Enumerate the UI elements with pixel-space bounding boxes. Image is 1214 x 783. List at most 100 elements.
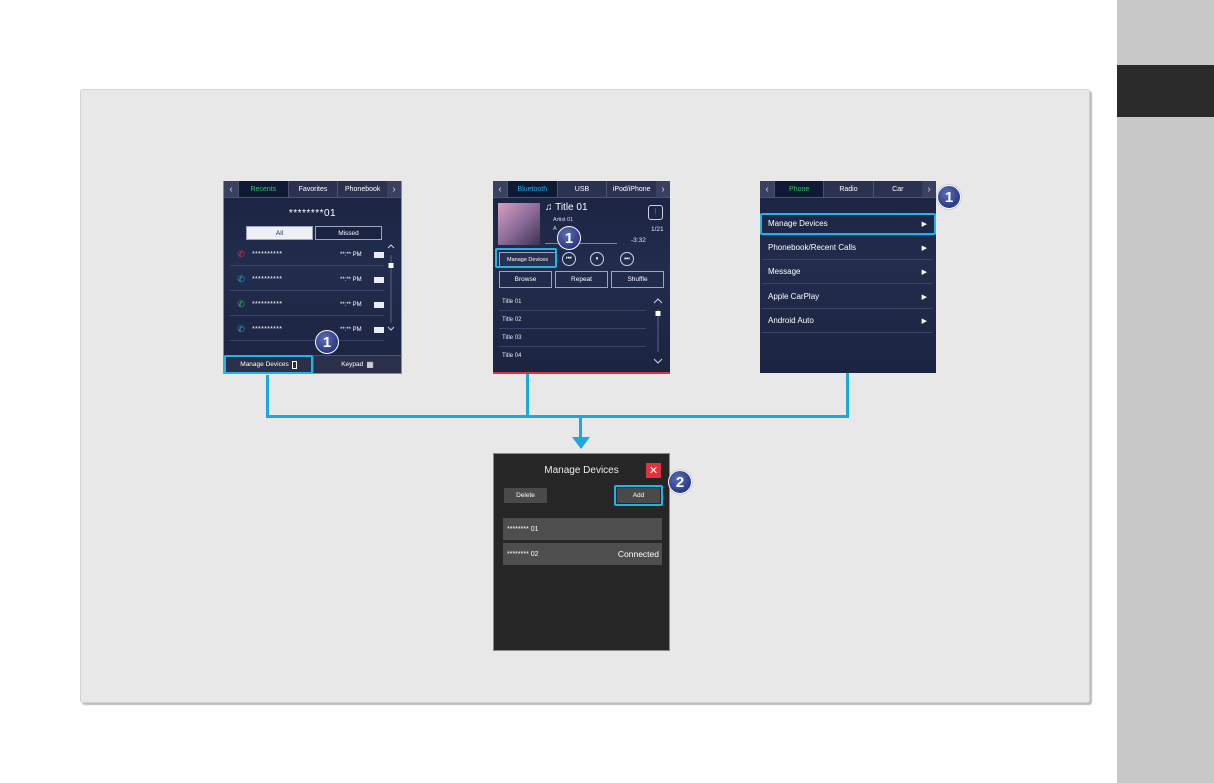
menu-item-label: Apple CarPlay	[768, 292, 820, 301]
call-time: **:** PM	[340, 276, 362, 283]
call-row[interactable]: ✆ ********** **:** PM	[230, 244, 384, 266]
pause-icon[interactable]: ⏸	[590, 252, 604, 266]
highlight-manage-devices-b	[495, 248, 557, 268]
message-icon	[374, 326, 384, 333]
tab-phonebook[interactable]: Phonebook	[337, 181, 387, 197]
missed-call-icon: ✆	[237, 249, 245, 259]
manage-devices-button[interactable]: Manage Devices	[224, 360, 313, 369]
incoming-call-icon: ✆	[237, 324, 245, 334]
tab-car[interactable]: Car	[872, 181, 922, 197]
menu-item-label: Message	[768, 267, 801, 276]
highlight-manage-devices-a	[224, 355, 313, 374]
audio-tabbar: ‹ Bluetooth USB iPod/iPhone ›	[493, 181, 670, 198]
shuffle-button[interactable]: Shuffle	[611, 271, 664, 288]
device-name: ******** 02	[507, 550, 539, 558]
connector-a-down	[266, 375, 269, 418]
call-number: **********	[252, 301, 283, 308]
filter-missed-button[interactable]: Missed	[315, 226, 382, 240]
message-icon	[374, 276, 384, 283]
side-chapter-tab	[1117, 65, 1214, 117]
menu-item-message[interactable]: Message ▶	[762, 260, 933, 284]
step-1-badge: 1	[557, 226, 581, 250]
close-icon[interactable]: ✕	[646, 463, 661, 478]
previous-track-icon[interactable]: ⏮	[562, 252, 576, 266]
keypad-label: Keypad	[341, 361, 364, 368]
scrollbar[interactable]	[652, 297, 664, 367]
arrow-right-icon: ▶	[921, 268, 927, 276]
chevron-right-icon[interactable]: ›	[387, 181, 401, 197]
tab-favorites[interactable]: Favorites	[287, 181, 338, 197]
message-icon	[374, 251, 384, 258]
chevron-left-icon[interactable]: ‹	[224, 181, 238, 197]
device-number: ********01	[288, 208, 337, 219]
chevron-left-icon[interactable]: ‹	[760, 181, 774, 197]
tab-recents[interactable]: Recents	[238, 181, 288, 197]
call-number: **********	[252, 251, 283, 258]
filter-all-button[interactable]: All	[246, 226, 313, 240]
arrow-right-icon: ▶	[921, 244, 927, 252]
highlight-manage-devices-c	[760, 213, 936, 235]
chevron-right-icon[interactable]: ›	[921, 181, 936, 197]
scrollbar[interactable]	[387, 243, 395, 333]
repeat-button[interactable]: Repeat	[555, 271, 608, 288]
arrow-right-icon: ▶	[921, 317, 927, 325]
arrow-right-icon: ▶	[921, 220, 927, 228]
call-number: **********	[252, 276, 283, 283]
menu-item-android-auto[interactable]: Android Auto ▶	[762, 309, 933, 333]
device-name: ******** 01	[507, 525, 539, 533]
delete-button[interactable]: Delete	[504, 488, 547, 503]
incoming-call-icon: ✆	[237, 274, 245, 284]
tab-usb[interactable]: USB	[556, 181, 607, 197]
menu-item-label: Manage Devices	[768, 219, 828, 228]
step-1-badge: 1	[937, 185, 961, 209]
device-row[interactable]: ******** 02 Connected	[503, 543, 662, 565]
device-status: Connected	[617, 549, 659, 559]
step-1-badge: 1	[315, 330, 339, 354]
side-tab-strip	[1117, 0, 1214, 783]
bluetooth-audio-screen: ‹ Bluetooth USB iPod/iPhone › ♫ Title 01…	[493, 181, 670, 374]
time-remaining: -3:32	[631, 237, 646, 244]
call-time: **:** PM	[340, 326, 362, 333]
call-row[interactable]: ✆ ********** **:** PM	[230, 269, 384, 291]
tab-phone[interactable]: Phone	[774, 181, 824, 197]
menu-item-manage-devices[interactable]: Manage Devices ▶	[762, 212, 933, 236]
call-time: **:** PM	[340, 251, 362, 258]
list-item[interactable]: Title 03	[499, 329, 646, 347]
chevron-right-icon[interactable]: ›	[656, 181, 670, 197]
menu-item-apple-carplay[interactable]: Apple CarPlay ▶	[762, 285, 933, 309]
outgoing-call-icon: ✆	[237, 299, 245, 309]
progress-bar[interactable]	[545, 243, 617, 244]
device-row[interactable]: ******** 01	[503, 518, 662, 540]
highlight-add-button	[614, 485, 663, 506]
connector-horizontal	[266, 415, 849, 418]
dialog-title: Manage Devices	[544, 465, 619, 476]
list-item[interactable]: Title 02	[499, 311, 646, 329]
message-icon	[374, 301, 384, 308]
track-count: 1/21	[651, 226, 664, 233]
list-item[interactable]: Title 04	[502, 353, 522, 359]
tab-bluetooth[interactable]: Bluetooth	[507, 181, 557, 197]
track-title: ♫ Title 01	[545, 202, 588, 213]
keypad-icon: ▦	[366, 360, 374, 369]
menu-item-label: Android Auto	[768, 316, 814, 325]
keypad-button[interactable]: Keypad ▦	[313, 356, 401, 373]
menu-item-phonebook[interactable]: Phonebook/Recent Calls ▶	[762, 236, 933, 260]
equalizer-icon[interactable]: ⫶	[648, 205, 663, 220]
arrow-right-icon: ▶	[921, 293, 927, 301]
artist-name: Artist 01	[553, 217, 574, 223]
next-track-icon[interactable]: ⏭	[620, 252, 634, 266]
chevron-left-icon[interactable]: ‹	[493, 181, 507, 197]
manage-devices-screen: Manage Devices ✕ Delete Add ******** 01 …	[493, 453, 670, 651]
call-row[interactable]: ✆ ********** **:** PM	[230, 294, 384, 316]
album-name: A	[553, 226, 557, 232]
menu-item-label: Phonebook/Recent Calls	[768, 243, 857, 252]
browse-button[interactable]: Browse	[499, 271, 552, 288]
list-item[interactable]: Title 01	[499, 293, 646, 311]
connector-to-d	[579, 415, 582, 438]
call-row[interactable]: ✆ ********** **:** PM	[230, 319, 384, 341]
tab-radio[interactable]: Radio	[823, 181, 872, 197]
tab-ipod-iphone[interactable]: iPod/iPhone	[606, 181, 656, 197]
phone-recents-screen: ‹ Recents Favorites Phonebook › ********…	[223, 181, 402, 374]
add-button[interactable]: Add	[617, 488, 660, 503]
